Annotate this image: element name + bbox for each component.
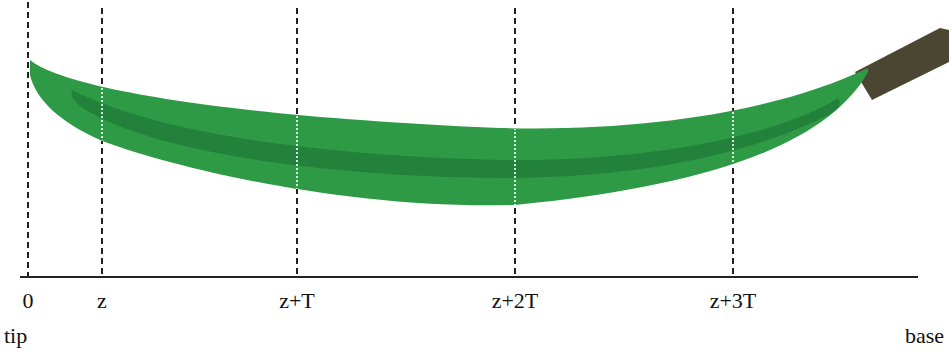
axis-tick-label: z bbox=[97, 290, 107, 312]
axis-tick-label: z+3T bbox=[710, 290, 757, 312]
end-label: tip bbox=[4, 325, 27, 347]
axis-tick-label: z+2T bbox=[492, 290, 539, 312]
axis-tick-label: 0 bbox=[23, 290, 34, 312]
guides-over-leaf bbox=[102, 0, 733, 277]
end-label: base bbox=[905, 325, 944, 347]
leaf-midrib bbox=[72, 90, 840, 178]
leaf-stem bbox=[855, 28, 949, 100]
axis-tick-label: z+T bbox=[279, 290, 315, 312]
leaf-blade bbox=[30, 60, 868, 205]
axis-line bbox=[20, 276, 918, 278]
